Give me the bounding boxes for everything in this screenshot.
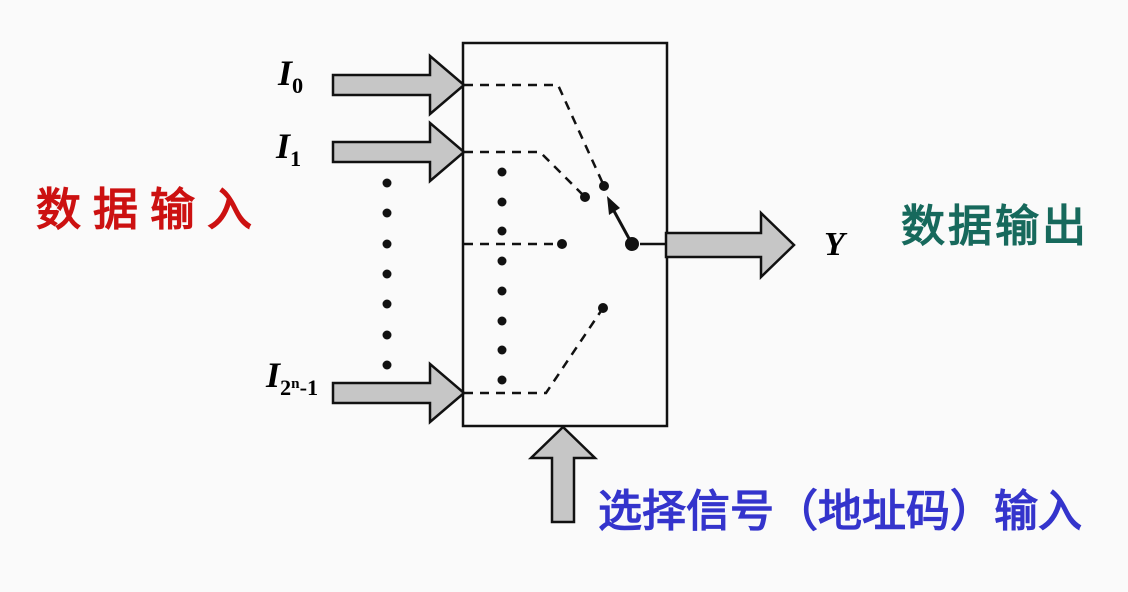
input1-label-sub: 1 bbox=[290, 145, 302, 171]
inputN-label-base: I bbox=[266, 355, 281, 395]
inputN-sub-base: 2 bbox=[280, 374, 292, 400]
input1-signal-path bbox=[464, 150, 586, 198]
inputN-sub-sup: n bbox=[291, 374, 300, 392]
input0-arrow-icon bbox=[331, 53, 466, 117]
ellipsis-dots-outside bbox=[382, 178, 392, 370]
input1-arrow-icon bbox=[331, 120, 466, 184]
caption-select-input: 选择信号（地址码）输入 bbox=[598, 486, 1082, 537]
input1-label: I1 bbox=[276, 128, 301, 170]
contact-dot-input1 bbox=[580, 192, 590, 202]
rotary-switch-wiper-icon bbox=[607, 196, 666, 251]
input0-label-base: I bbox=[278, 53, 293, 93]
caption-data-output: 数据输出 bbox=[901, 201, 1089, 252]
contact-dot-inputN bbox=[598, 303, 608, 313]
inputN-label-sub: 2n-1 bbox=[280, 375, 318, 400]
input1-label-base: I bbox=[276, 126, 291, 166]
inputN-signal-path bbox=[464, 307, 605, 395]
select-arrow-icon bbox=[527, 425, 599, 524]
contact-dot-input0 bbox=[599, 181, 609, 191]
caption-data-input: 数据输入 bbox=[36, 183, 265, 236]
contact-dot-middle bbox=[557, 239, 567, 249]
input0-label-sub: 0 bbox=[292, 72, 304, 98]
output-label: Y bbox=[824, 228, 845, 262]
inputN-label: I2n-1 bbox=[266, 357, 318, 399]
input0-signal-path bbox=[464, 83, 606, 187]
inputN-arrow-icon bbox=[331, 361, 466, 425]
output-arrow-icon bbox=[664, 210, 796, 280]
ellipsis-dots-inside bbox=[497, 167, 507, 385]
input0-label: I0 bbox=[278, 55, 303, 97]
inputN-sub-tail: -1 bbox=[299, 374, 319, 400]
output-label-text: Y bbox=[824, 226, 845, 263]
mux-box bbox=[461, 41, 669, 428]
